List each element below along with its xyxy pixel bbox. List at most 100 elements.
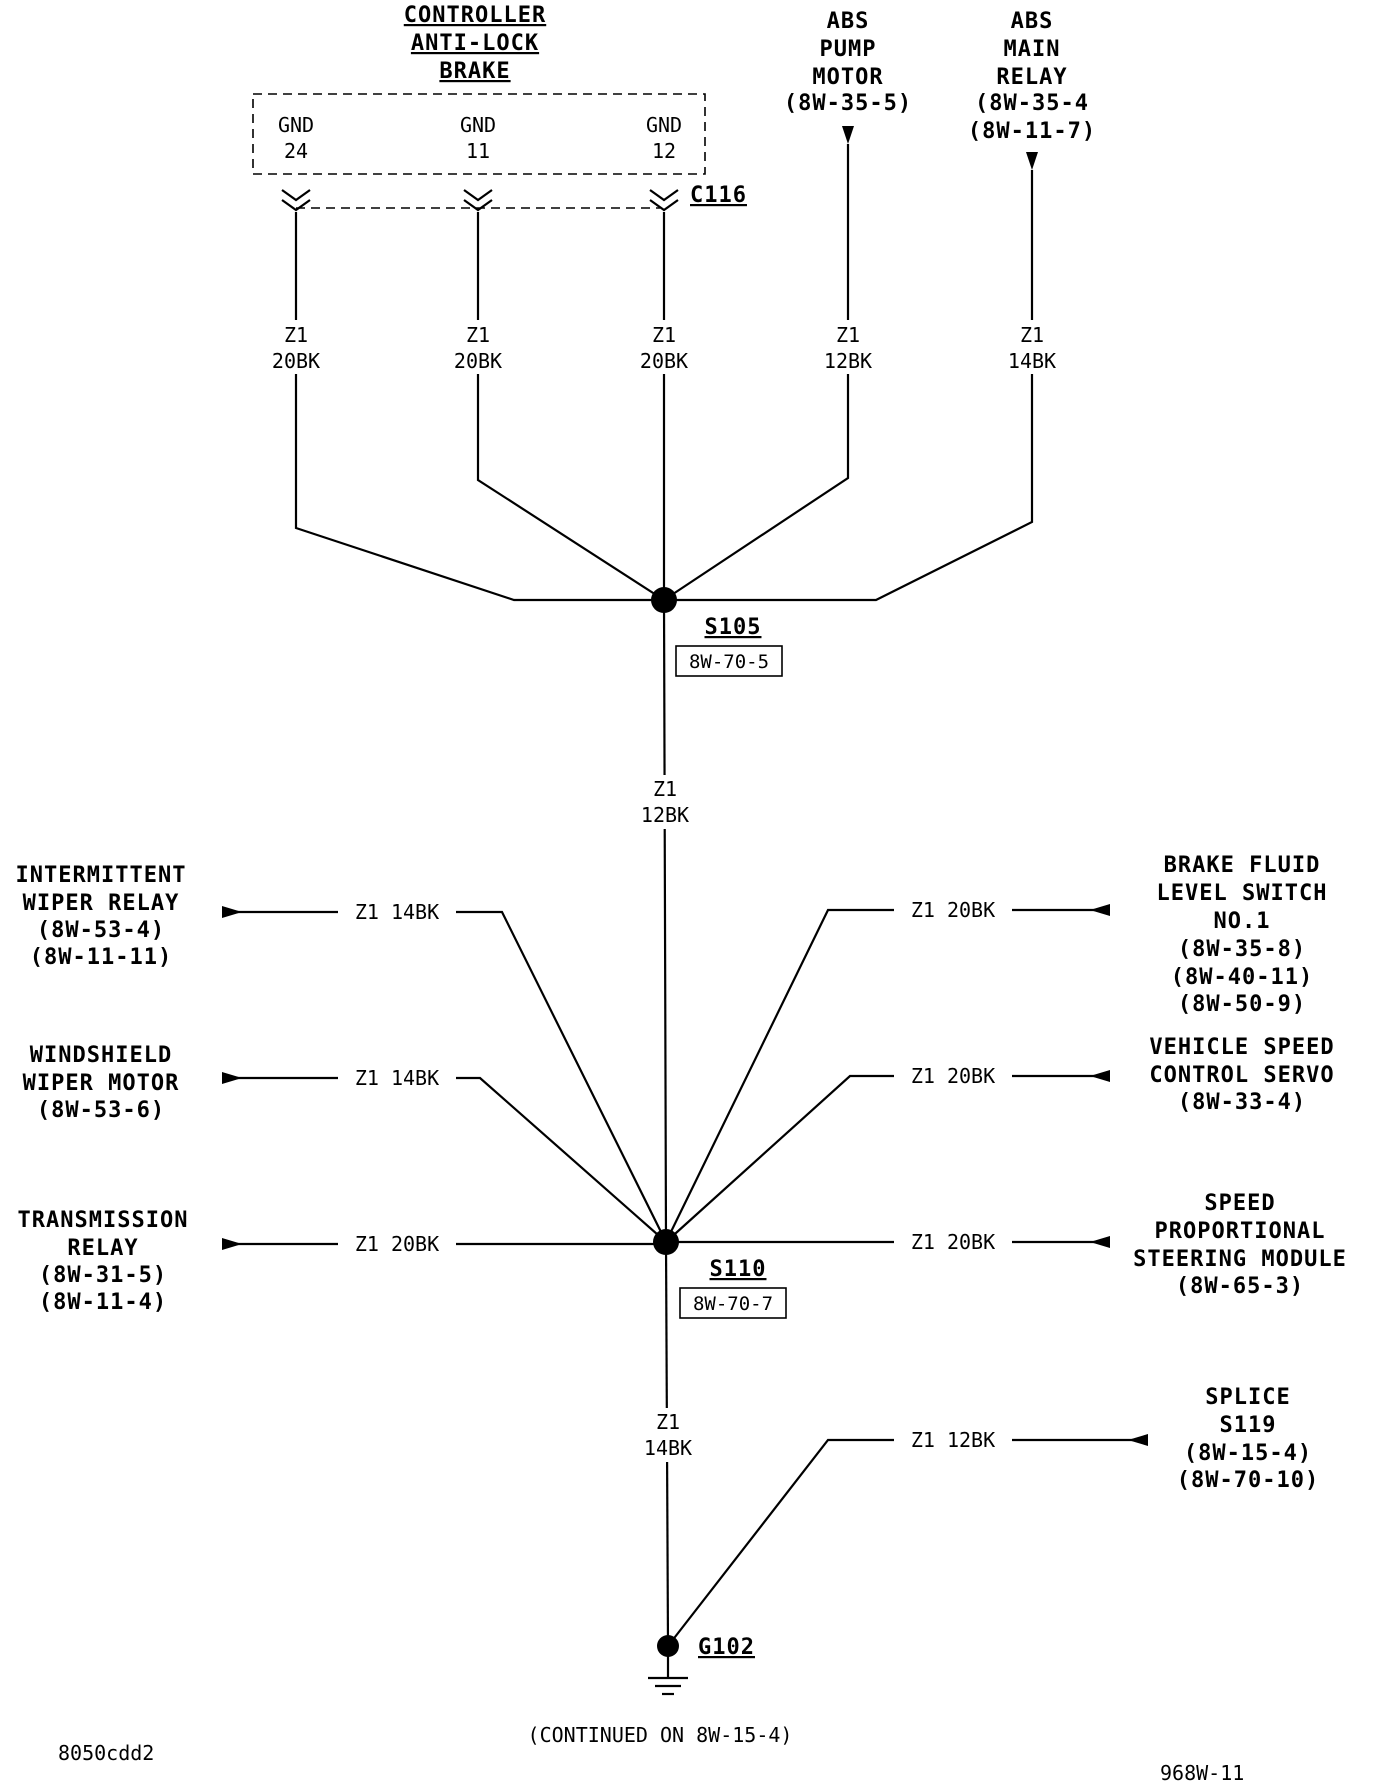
pin-1-number: 24 xyxy=(284,139,308,163)
transmission-relay: TRANSMISSION RELAY (8W-31-5) (8W-11-4) xyxy=(18,1208,189,1315)
upper-wire-2 xyxy=(476,212,665,601)
wwm-line-2: WIPER MOTOR xyxy=(23,1071,180,1096)
vscs-line-2: CONTROL SERVO xyxy=(1149,1063,1334,1088)
bfls-line-2: LEVEL SWITCH xyxy=(1157,881,1328,906)
vscs-wire xyxy=(665,1074,1110,1243)
upper-wire-label-4: Z1 12BK xyxy=(814,320,882,374)
splice-s105-label: S105 xyxy=(705,615,762,640)
upper-wire-4-circuit: Z1 xyxy=(836,323,860,347)
bfls-wire-text: Z1 20BK xyxy=(911,898,995,922)
wwm-line-1: WINDSHIELD xyxy=(30,1043,172,1068)
upper-wire-label-2: Z1 20BK xyxy=(444,320,512,374)
figure-code-left: 8050cdd2 xyxy=(58,1741,154,1765)
upper-wire-3-gauge: 20BK xyxy=(640,349,688,373)
upper-wire-4-gauge: 12BK xyxy=(824,349,872,373)
iwr-wire-label: Z1 14BK xyxy=(338,898,456,926)
upper-wire-2-gauge: 20BK xyxy=(454,349,502,373)
vscs-line-1: VEHICLE SPEED xyxy=(1149,1035,1334,1060)
upper-wire-5-circuit: Z1 xyxy=(1020,323,1044,347)
spsm-wire-label: Z1 20BK xyxy=(894,1228,1012,1256)
upper-wire-label-1: Z1 20BK xyxy=(262,320,330,374)
splice-s110-ref-box xyxy=(679,1287,787,1319)
bfls-wire xyxy=(665,908,1110,1243)
brake-fluid-level-switch: BRAKE FLUID LEVEL SWITCH NO.1 (8W-35-8) … xyxy=(1157,853,1328,1017)
bfls-line-1: BRAKE FLUID xyxy=(1164,853,1321,878)
iwr-line-4: (8W-11-11) xyxy=(30,945,172,970)
iwr-wire xyxy=(222,910,667,1243)
continued-note: (CONTINUED ON 8W-15-4) xyxy=(528,1723,793,1747)
iwr-line-3: (8W-53-4) xyxy=(37,918,165,943)
tr-wire-text: Z1 20BK xyxy=(355,1232,439,1256)
trunk-1-circuit: Z1 xyxy=(653,777,677,801)
bfls-wire-label: Z1 20BK xyxy=(894,896,1012,924)
speed-proportional-steering-module: SPEED PROPORTIONAL STEERING MODULE (8W-6… xyxy=(1133,1191,1347,1299)
abs-relay-reference-2: (8W-11-7) xyxy=(968,119,1096,144)
s119-line-3: (8W-15-4) xyxy=(1184,1441,1312,1466)
trunk-2-gauge: 14BK xyxy=(644,1436,692,1460)
controller-anti-lock-brake: CONTROLLER ANTI-LOCK BRAKE GND 24 GND 11… xyxy=(252,3,746,212)
upper-wire-3-circuit: Z1 xyxy=(652,323,676,347)
vscs-line-3: (8W-33-4) xyxy=(1178,1090,1306,1115)
ground-symbol-icon xyxy=(648,1646,688,1696)
upper-wire-5-gauge: 14BK xyxy=(1008,349,1056,373)
splice-s105-reference: 8W-70-5 xyxy=(689,651,769,673)
pin-2-number: 11 xyxy=(466,139,490,163)
wwm-wire-text: Z1 14BK xyxy=(355,1066,439,1090)
windshield-wiper-motor: WINDSHIELD WIPER MOTOR (8W-53-6) xyxy=(23,1043,180,1123)
vehicle-speed-control-servo: VEHICLE SPEED CONTROL SERVO (8W-33-4) xyxy=(1149,1035,1334,1115)
upper-wire-4 xyxy=(663,144,850,601)
tr-wire-label: Z1 20BK xyxy=(338,1230,456,1258)
bfls-line-6: (8W-50-9) xyxy=(1178,992,1306,1017)
spsm-line-3: STEERING MODULE xyxy=(1133,1247,1347,1272)
connector-c116-pin-2-terminal xyxy=(463,189,493,212)
trunk-wire-1-label: Z1 12BK xyxy=(630,775,700,829)
trunk-wire-2-label: Z1 14BK xyxy=(632,1408,704,1462)
abs-relay-terminal-arrow xyxy=(1026,152,1038,170)
controller-outline xyxy=(252,93,706,175)
trunk-wire-s105-s110 xyxy=(662,599,668,1243)
vscs-wire-label: Z1 20BK xyxy=(894,1062,1012,1090)
tr-line-2: RELAY xyxy=(67,1236,138,1261)
trunk-1-gauge: 12BK xyxy=(641,803,689,827)
upper-wire-label-3: Z1 20BK xyxy=(630,320,698,374)
s119-wire-label: Z1 12BK xyxy=(894,1426,1012,1454)
pin-3-name: GND xyxy=(646,113,682,137)
splice-s119: SPLICE S119 (8W-15-4) (8W-70-10) xyxy=(1177,1385,1318,1493)
s119-line-2: S119 xyxy=(1220,1413,1277,1438)
iwr-line-2: WIPER RELAY xyxy=(23,891,180,916)
abs-relay-line-3: RELAY xyxy=(996,65,1067,90)
abs-pump-line-3: MOTOR xyxy=(812,65,883,90)
bfls-line-3: NO.1 xyxy=(1214,909,1271,934)
upper-wire-2-circuit: Z1 xyxy=(466,323,490,347)
intermittent-wiper-relay: INTERMITTENT WIPER RELAY (8W-53-4) (8W-1… xyxy=(16,863,187,970)
splice-s110-reference: 8W-70-7 xyxy=(693,1293,773,1315)
vscs-wire-text: Z1 20BK xyxy=(911,1064,995,1088)
upper-wire-1-circuit: Z1 xyxy=(284,323,308,347)
wwm-wire xyxy=(222,1076,667,1243)
abs-pump-line-1: ABS xyxy=(827,9,870,34)
controller-title-line-2: ANTI-LOCK xyxy=(411,31,539,56)
iwr-wire-text: Z1 14BK xyxy=(355,900,439,924)
upper-wire-1-gauge: 20BK xyxy=(272,349,320,373)
s119-wire xyxy=(667,1438,1148,1647)
tr-line-3: (8W-31-5) xyxy=(39,1263,167,1288)
pin-1-name: GND xyxy=(278,113,314,137)
abs-pump-motor: ABS PUMP MOTOR (8W-35-5) xyxy=(784,9,911,144)
spsm-line-2: PROPORTIONAL xyxy=(1155,1219,1326,1244)
abs-relay-reference-1: (8W-35-4 xyxy=(975,91,1089,116)
iwr-line-1: INTERMITTENT xyxy=(16,863,187,888)
ground-g102-label: G102 xyxy=(698,1635,755,1660)
abs-relay-line-2: MAIN xyxy=(1004,37,1061,62)
abs-pump-line-2: PUMP xyxy=(820,37,877,62)
tr-line-1: TRANSMISSION xyxy=(18,1208,189,1233)
pin-2-name: GND xyxy=(460,113,496,137)
splice-s110-label: S110 xyxy=(710,1257,767,1282)
bfls-line-4: (8W-35-8) xyxy=(1178,937,1306,962)
s119-wire-text: Z1 12BK xyxy=(911,1428,995,1452)
spsm-line-4: (8W-65-3) xyxy=(1176,1274,1304,1299)
upper-wire-1 xyxy=(294,212,664,602)
spsm-wire-text: Z1 20BK xyxy=(911,1230,995,1254)
abs-main-relay: ABS MAIN RELAY (8W-35-4 (8W-11-7) xyxy=(968,9,1096,170)
connector-c116-pin-3-terminal xyxy=(649,189,679,212)
controller-title-line-3: BRAKE xyxy=(439,59,510,84)
